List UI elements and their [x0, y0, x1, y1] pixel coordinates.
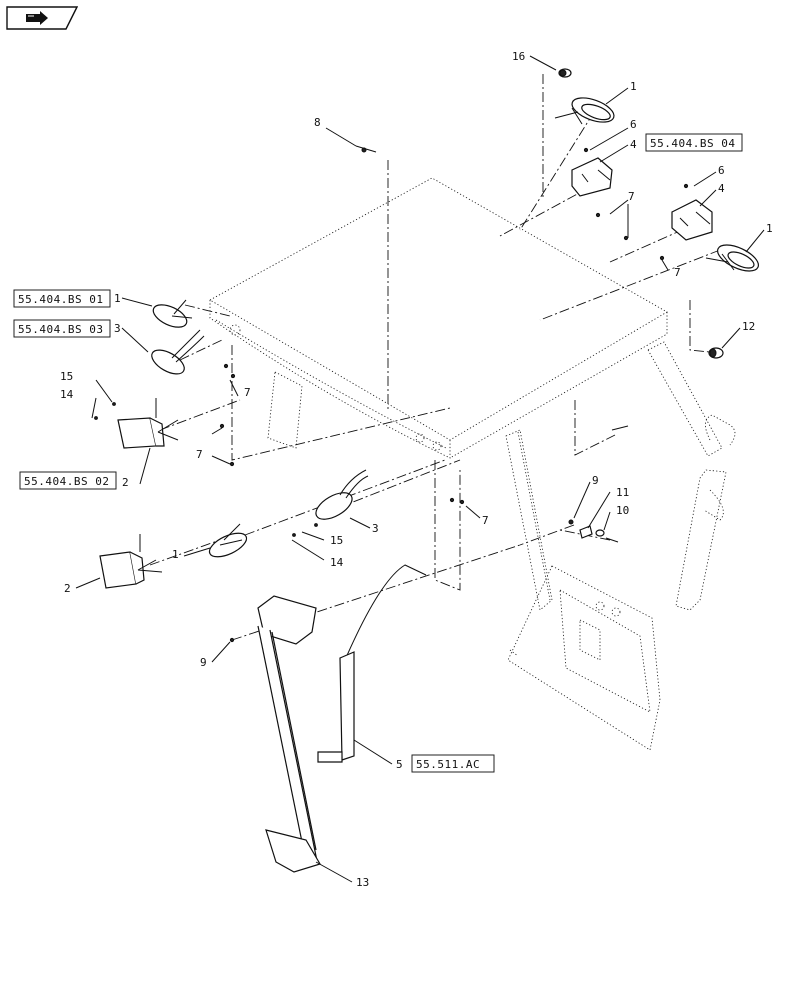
handle-5: [317, 564, 427, 763]
callout-12: 12: [742, 320, 755, 333]
lamp-1-front: [208, 523, 248, 558]
callout-2: 2: [64, 582, 71, 595]
ref-box-bs02[interactable]: 55.404.BS 02: [19, 471, 117, 490]
svg-text:55.404.BS 02: 55.404.BS 02: [24, 475, 109, 488]
callout-11: 11: [616, 486, 629, 499]
ref-box-bs03[interactable]: 55.404.BS 03: [13, 319, 111, 338]
callout-numbers: 16 1 6 4 8 7 6 4 1 7 12 1 3 15 14 2 7 7 …: [60, 50, 773, 889]
rops-frame: [267, 341, 736, 611]
svg-text:55.404.BS 01: 55.404.BS 01: [18, 293, 103, 306]
bracket-4-top: [571, 157, 613, 197]
svg-text:55.511.AC: 55.511.AC: [416, 758, 480, 771]
callout-3: 3: [114, 322, 121, 335]
fasteners: [94, 145, 689, 643]
callout-14: 14: [60, 388, 74, 401]
pillar-13: [257, 595, 321, 873]
lamp-1-right: [705, 244, 759, 272]
ref-box-bs01[interactable]: 55.404.BS 01: [13, 289, 111, 308]
work-lamp-2-front: [99, 534, 163, 589]
grommet-12: [708, 347, 724, 359]
callout-13: 13: [356, 876, 369, 889]
next-page-button[interactable]: [6, 6, 79, 30]
callout-5: 5: [396, 758, 403, 771]
callout-1: 1: [172, 548, 179, 561]
ref-box-bs04[interactable]: 55.404.BS 04: [645, 133, 743, 152]
callout-14: 14: [330, 556, 344, 569]
bracket-4-right: [671, 199, 713, 241]
grommet-16: [558, 68, 572, 78]
callout-7: 7: [196, 448, 203, 461]
cab-roof: [209, 177, 668, 459]
callout-6: 6: [718, 164, 725, 177]
lamp-1-top: [554, 97, 615, 125]
callout-9: 9: [200, 656, 207, 669]
callout-9: 9: [592, 474, 599, 487]
callout-4: 4: [630, 138, 637, 151]
arrow-right-icon: [6, 6, 79, 30]
callout-1: 1: [114, 292, 121, 305]
callout-2: 2: [122, 476, 129, 489]
fender-bracket: [507, 565, 661, 751]
callout-4: 4: [718, 182, 725, 195]
callout-7: 7: [482, 514, 489, 527]
callout-leaders: [75, 55, 765, 883]
callout-10: 10: [616, 504, 629, 517]
callout-15: 15: [60, 370, 73, 383]
callout-7: 7: [628, 190, 635, 203]
lamp-3-left: [151, 329, 205, 375]
callout-6: 6: [630, 118, 637, 131]
callout-16: 16: [512, 50, 525, 63]
callout-1: 1: [630, 80, 637, 93]
svg-text:55.404.BS 03: 55.404.BS 03: [18, 323, 103, 336]
callout-1: 1: [766, 222, 773, 235]
lamp-3-front: [315, 469, 369, 520]
callout-3: 3: [372, 522, 379, 535]
lamp-1-left: [152, 299, 193, 328]
callout-7: 7: [674, 266, 681, 279]
callout-7: 7: [244, 386, 251, 399]
svg-text:55.404.BS 04: 55.404.BS 04: [650, 137, 735, 150]
ref-box-ac[interactable]: 55.511.AC: [411, 754, 495, 773]
alignment-lines: [149, 74, 721, 641]
callout-15: 15: [330, 534, 343, 547]
work-lamp-2-left: [117, 398, 179, 449]
callout-8: 8: [314, 116, 321, 129]
